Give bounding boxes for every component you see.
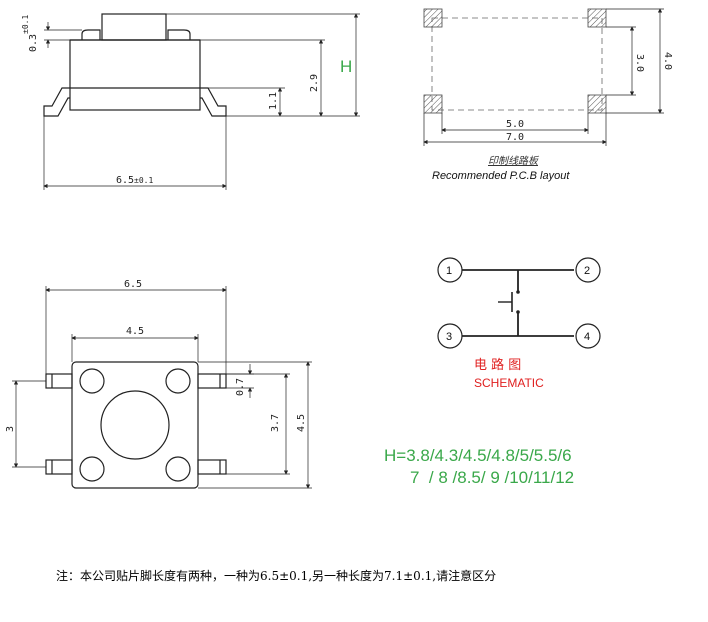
- dim-side-width-tol: ±0.1: [134, 176, 153, 185]
- pcb-pad-2: [587, 8, 607, 28]
- corner-peg-bl: [79, 456, 105, 482]
- schematic-pin-4: [575, 323, 601, 349]
- lead-bottom-left: [45, 459, 73, 475]
- dim-side-width: 6.5: [116, 175, 134, 186]
- dim-body-height: 2.9: [309, 74, 320, 92]
- pin-label-1: 1: [446, 265, 452, 277]
- lead-top-left: [45, 373, 73, 389]
- body-top: [71, 361, 199, 489]
- shoulder-left: [81, 29, 101, 40]
- pcb-title-cn: 印制线路板: [488, 155, 540, 167]
- pcb-title-en: Recommended P.C.B layout: [432, 170, 570, 182]
- schematic: [437, 257, 601, 349]
- dim-pad-spacing: 5.0: [506, 119, 524, 130]
- pin-label-2: 2: [584, 265, 590, 277]
- pcb-layout: [423, 8, 664, 146]
- dim-pad-pitch: 3.0: [634, 54, 645, 72]
- footnote: 注：本公司贴片脚长度有两种，一种为6.5±0.1,另一种长度为7.1±0.1,请…: [56, 568, 496, 583]
- top-view: [12, 286, 312, 489]
- lead-top-right: [197, 373, 227, 389]
- actuator-top: [100, 390, 170, 460]
- leg-left: [43, 87, 70, 117]
- dim-body-width: 4.5: [126, 326, 144, 337]
- dim-pin-pitch: 3: [5, 426, 16, 432]
- pcb-pad-3: [423, 94, 443, 114]
- dim-height-label: H: [340, 57, 352, 76]
- pcb-pad-4: [587, 94, 607, 114]
- schematic-pin-1: [437, 257, 463, 283]
- lead-bottom-right: [197, 459, 227, 475]
- pin-label-3: 3: [446, 331, 452, 343]
- shoulder-right: [167, 29, 191, 40]
- dim-top-body-height: 4.5: [296, 414, 307, 432]
- dim-pin-thickness: 0.3: [28, 34, 39, 52]
- corner-peg-tl: [79, 368, 105, 394]
- body-side: [69, 39, 201, 111]
- pcb-pad-1: [423, 8, 443, 28]
- dim-outer-width: 7.0: [506, 132, 524, 143]
- dim-outer-height: 4.0: [662, 52, 673, 70]
- height-options-line1: H=3.8/4.3/4.5/4.8/5/5.5/6: [384, 446, 572, 465]
- corner-peg-br: [165, 456, 191, 482]
- corner-peg-tr: [165, 368, 191, 394]
- dim-inner: 3.7: [270, 414, 281, 432]
- schematic-pin-3: [437, 323, 463, 349]
- side-view: [43, 13, 360, 190]
- actuator-side: [101, 13, 167, 41]
- schematic-title-en: SCHEMATIC: [474, 376, 544, 390]
- height-options-line2: 7 / 8 /8.5/ 9 /10/11/12: [410, 468, 574, 487]
- schematic-title-cn: 电 路 图: [474, 357, 521, 373]
- schematic-pin-2: [575, 257, 601, 283]
- pin-label-4: 4: [584, 331, 590, 343]
- leg-right: [200, 87, 227, 117]
- dim-pin-width: 0.7: [235, 378, 246, 396]
- dim-overall-width: 6.5: [124, 279, 142, 290]
- dim-pin-tolerance: ±0.1: [21, 15, 30, 34]
- dim-standoff: 1.1: [268, 92, 279, 110]
